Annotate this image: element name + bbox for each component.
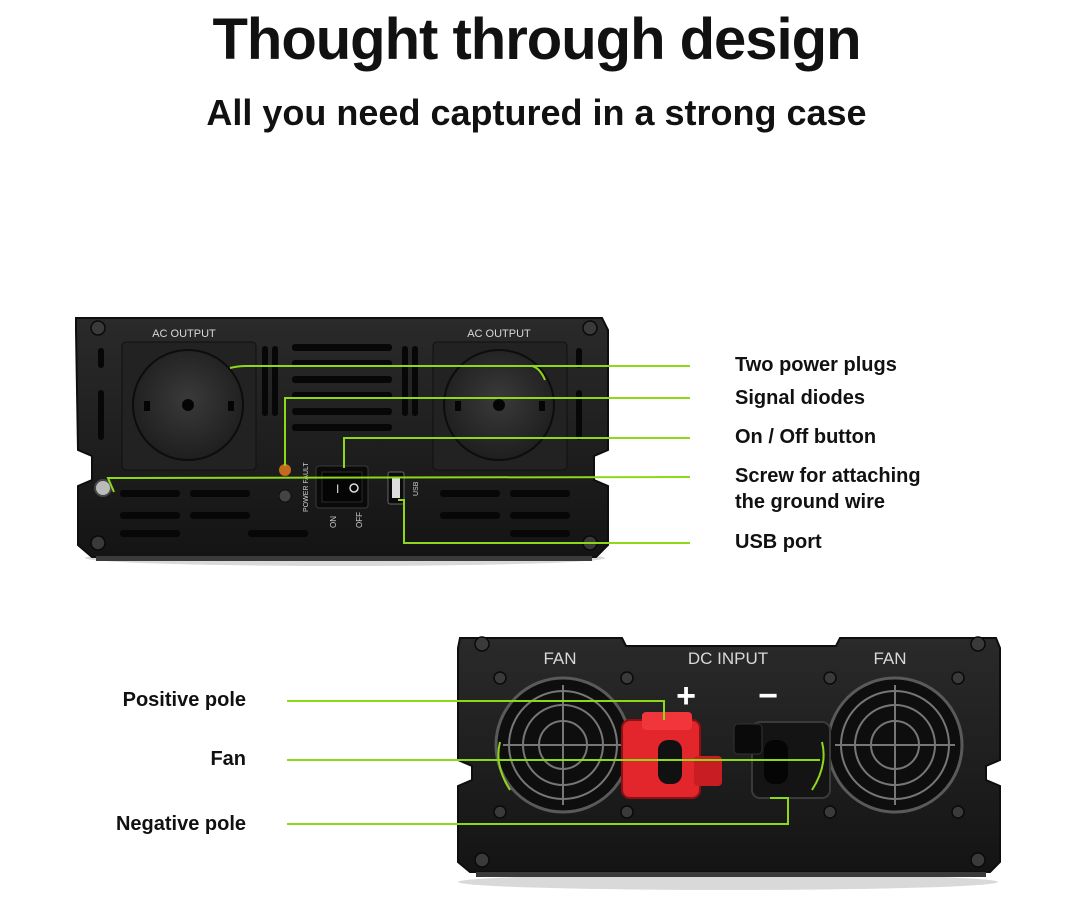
back-panel (457, 636, 1001, 890)
switch-on-label: ON (329, 516, 338, 528)
callout-signal-diodes: Signal diodes (735, 387, 866, 409)
callout-fan: Fan (210, 748, 246, 770)
callout-ground-screw-line1: Screw for attaching (735, 465, 921, 487)
fan-left-label: FAN (543, 649, 576, 668)
callout-two-power-plugs: Two power plugs (735, 354, 897, 376)
callout-lines (106, 365, 825, 825)
minus-symbol: − (758, 677, 778, 715)
svg-text:I: I (336, 482, 339, 496)
callout-on-off-button: On / Off button (735, 426, 877, 448)
fan-right-icon (826, 676, 964, 814)
switch-off-label: OFF (355, 512, 364, 528)
fan-left-icon (494, 676, 632, 814)
dc-input-label: DC INPUT (688, 649, 768, 668)
front-panel: I (75, 317, 609, 566)
fan-right-label: FAN (873, 649, 906, 668)
plus-symbol: + (676, 677, 696, 715)
ac-output-left-label: AC OUTPUT (152, 328, 216, 340)
power-fault-label: POWER FAULT (303, 462, 310, 512)
usb-label: USB (413, 481, 420, 496)
callout-usb-port: USB port (735, 531, 822, 553)
callout-ground-screw-line2: the ground wire (735, 491, 885, 513)
callout-positive-pole: Positive pole (122, 689, 246, 711)
callout-negative-pole: Negative pole (115, 813, 246, 835)
page-title: Thought through design (212, 7, 861, 72)
page-subtitle: All you need captured in a strong case (206, 92, 867, 133)
ac-output-right-label: AC OUTPUT (467, 328, 531, 340)
